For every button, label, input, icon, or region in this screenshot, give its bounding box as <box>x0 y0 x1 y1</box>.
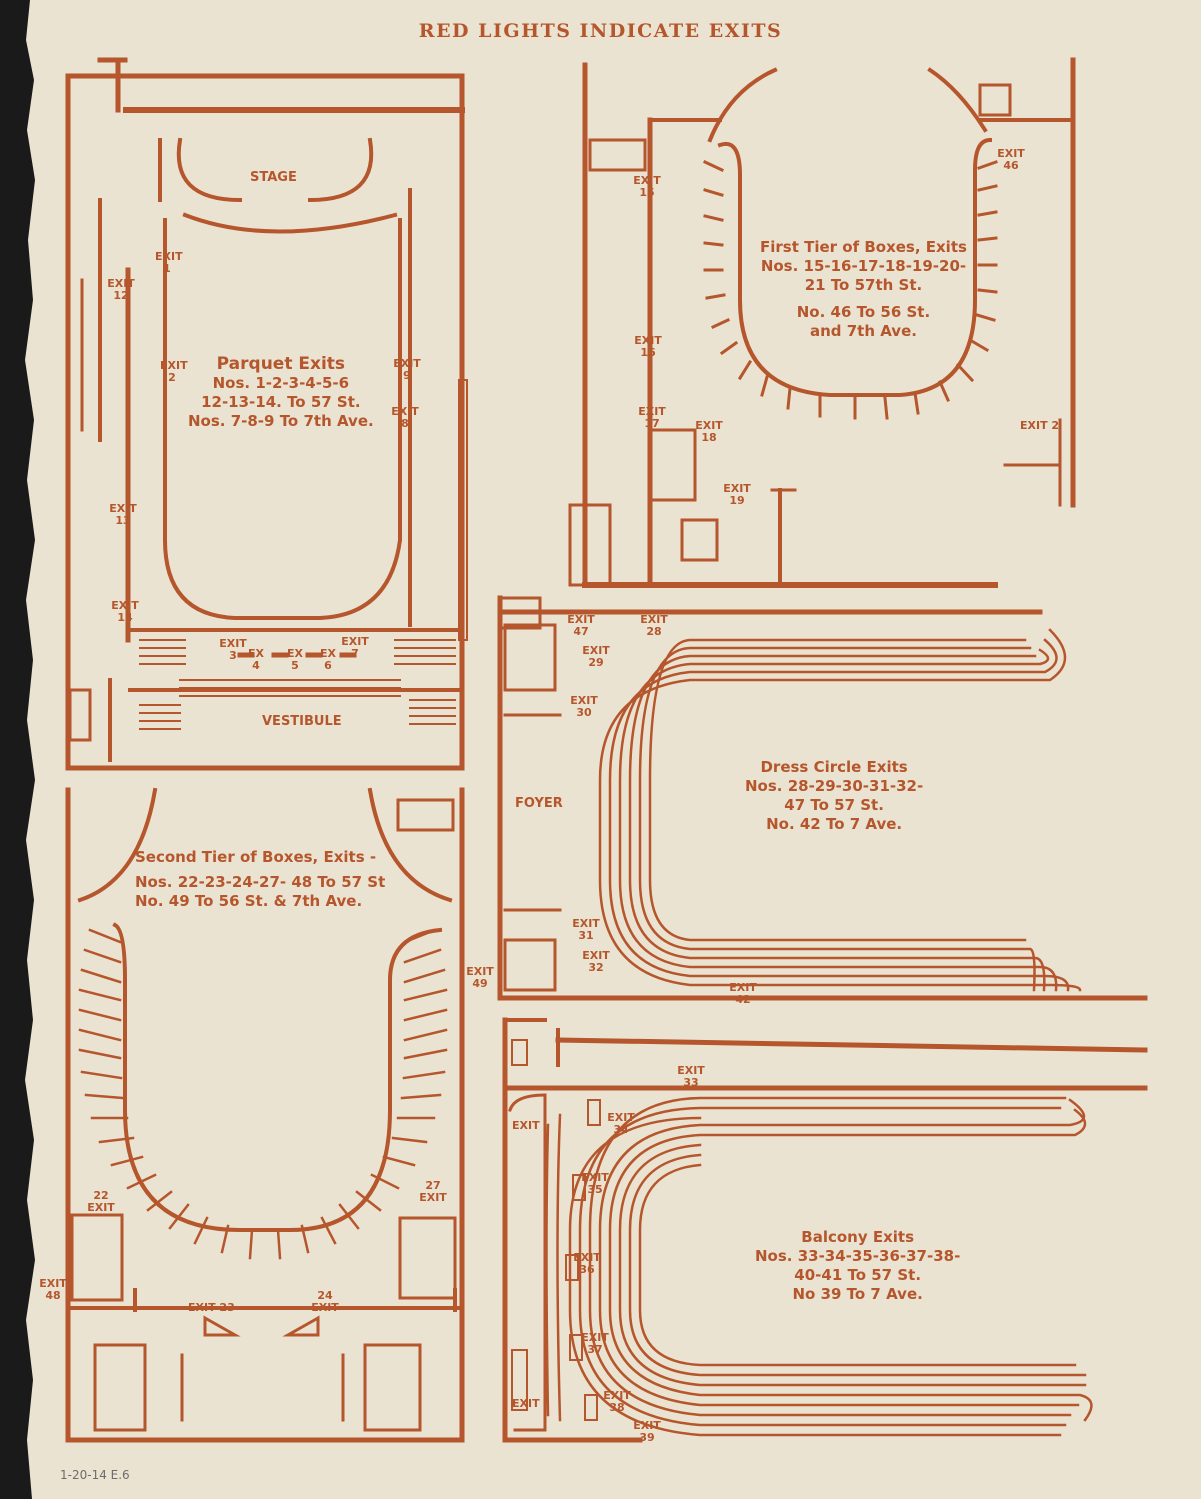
page-header: RED LIGHTS INDICATE EXITS <box>418 20 783 42</box>
parquet-title: Parquet Exits Nos. 1-2-3-4-5-6 12-13-14.… <box>188 355 374 431</box>
second-tier-title: Second Tier of Boxes, Exits - Nos. 22-23… <box>135 848 385 911</box>
second-tier-line1: Nos. 22-23-24-27- 48 To 57 St <box>135 873 386 891</box>
exit-33-label: EXIT 33 <box>677 1064 705 1089</box>
exit-23-label: EXIT 23 <box>188 1301 235 1314</box>
first-tier-line3: No. 46 To 56 St. <box>796 303 931 321</box>
pencil-annotation: 1-20-14 E.6 <box>60 1468 130 1482</box>
parquet-title-text: Parquet Exits <box>216 354 346 374</box>
parquet-line2: 12-13-14. To 57 St. <box>201 393 361 411</box>
exit-34-label: EXIT 34 <box>607 1111 635 1136</box>
first-tier-title: First Tier of Boxes, Exits Nos. 15-16-17… <box>760 238 967 341</box>
dress-circle-line3: No. 42 To 7 Ave. <box>766 815 903 833</box>
balcony-line2: 40-41 To 57 St. <box>794 1266 922 1284</box>
exit-24-label: 24 EXIT <box>311 1289 339 1314</box>
first-tier-line1: Nos. 15-16-17-18-19-20- <box>760 257 967 275</box>
exit-48-label: EXIT 48 <box>39 1277 67 1302</box>
exit-38-label: EXIT 38 <box>603 1389 631 1414</box>
balcony-title-text: Balcony Exits <box>801 1228 915 1246</box>
vestibule-label: VESTIBULE <box>262 714 342 729</box>
balcony-title: Balcony Exits Nos. 33-34-35-36-37-38- 40… <box>755 1228 960 1304</box>
exit-14-label: EXIT 14 <box>111 599 139 624</box>
first-tier-line4: and 7th Ave. <box>809 322 917 340</box>
exit-32-label: EXIT 32 <box>582 949 610 974</box>
exit-15-label: EXIT 15 <box>633 174 661 199</box>
exit-49-label: EXIT 49 <box>466 965 494 990</box>
exit-16-label: EXIT 16 <box>634 334 662 359</box>
exit-9-label: EXIT 9 <box>393 357 421 382</box>
parquet-line1: Nos. 1-2-3-4-5-6 <box>212 374 350 392</box>
foyer-label: FOYER <box>515 796 563 811</box>
balcony-line3: No 39 To 7 Ave. <box>792 1285 923 1303</box>
first-tier-title-text: First Tier of Boxes, Exits <box>760 238 967 256</box>
exit-39-label: EXIT 39 <box>633 1419 661 1444</box>
exit-12-label: EXIT 12 <box>107 277 135 302</box>
dress-circle-line1: Nos. 28-29-30-31-32- <box>745 777 924 795</box>
balcony-line1: Nos. 33-34-35-36-37-38- <box>755 1247 961 1265</box>
exit-42-label: EXIT 42 <box>729 981 757 1006</box>
exit-37-label: EXIT 37 <box>581 1331 609 1356</box>
balcony-left-exit-top: EXIT <box>512 1119 540 1132</box>
exit-3-label: EXIT 3 <box>219 637 247 662</box>
exit-47-label: EXIT 47 <box>567 613 595 638</box>
balcony-left-exit-bottom: EXIT <box>512 1397 540 1410</box>
exit-5-label: EX 5 <box>287 647 303 672</box>
second-tier-plan <box>65 787 465 1443</box>
exit-27-label: 27 EXIT <box>419 1179 447 1204</box>
first-tier-line2: 21 To 57th St. <box>804 276 923 294</box>
exit-17-label: EXIT 17 <box>638 405 666 430</box>
balcony-plan <box>502 1017 1148 1443</box>
dress-circle-line2: 47 To 57 St. <box>784 796 884 814</box>
exit-2-label: EXIT 2 <box>160 359 188 384</box>
dress-circle-plan <box>497 595 1148 1001</box>
exit-19-label: EXIT 19 <box>723 482 751 507</box>
exit-8-label: EXIT 8 <box>391 405 419 430</box>
parquet-line3: Nos. 7-8-9 To 7th Ave. <box>188 412 374 430</box>
torn-left-edge <box>0 0 35 1499</box>
exit-18-label: EXIT 18 <box>695 419 723 444</box>
exit-35-label: EXIT 35 <box>581 1171 609 1196</box>
parquet-plan <box>65 57 468 771</box>
exit-6-label: EX 6 <box>320 647 336 672</box>
first-tier-plan <box>568 57 1076 588</box>
exit-1-label: EXIT 1 <box>155 250 183 275</box>
exit-7-label: EXIT 7 <box>341 635 369 660</box>
exit-31-label: EXIT 31 <box>572 917 600 942</box>
exit-28-label: EXIT 28 <box>640 613 668 638</box>
dress-circle-title-text: Dress Circle Exits <box>760 758 908 776</box>
exit-29-label: EXIT 29 <box>582 644 610 669</box>
exit-30-label: EXIT 30 <box>570 694 598 719</box>
second-tier-line2: No. 49 To 56 St. & 7th Ave. <box>135 892 363 910</box>
exit-4-label: EX 4 <box>248 647 264 672</box>
exit-46-label: EXIT 46 <box>997 147 1025 172</box>
dress-circle-title: Dress Circle Exits Nos. 28-29-30-31-32- … <box>745 758 923 834</box>
exit-2-tier-label: EXIT 2 <box>1020 419 1060 432</box>
exit-36-label: EXIT 36 <box>573 1251 601 1276</box>
stage-label: STAGE <box>250 170 297 185</box>
exit-13-label: EXIT 13 <box>109 502 137 527</box>
exit-22-label: 22 EXIT <box>87 1189 115 1214</box>
second-tier-title-text: Second Tier of Boxes, Exits - <box>135 848 377 866</box>
